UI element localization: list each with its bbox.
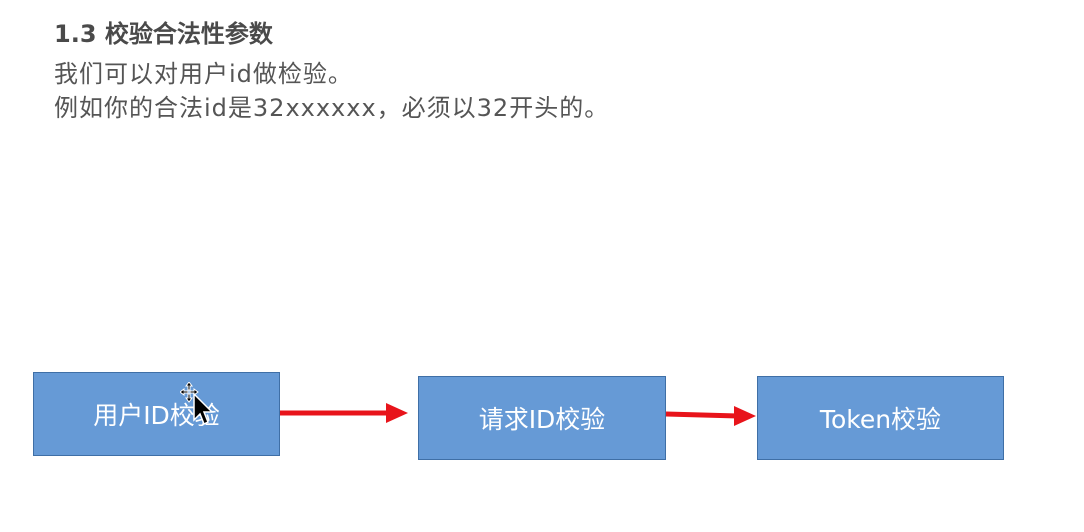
arrow-2	[665, 406, 756, 426]
section-title: 校验合法性参数	[104, 20, 273, 48]
node-label: Token校验	[819, 405, 942, 434]
body-line-2: 例如你的合法id是32xxxxxx，必须以32开头的。	[54, 94, 610, 122]
node-request-id-check: 请求ID校验	[418, 376, 666, 460]
arrow-1	[280, 403, 408, 423]
node-label: 请求ID校验	[478, 405, 606, 434]
section-number: 1.3	[54, 20, 97, 48]
node-token-check: Token校验	[757, 376, 1004, 460]
node-user-id-check: 用户ID校验	[33, 372, 280, 456]
move-arrow-cursor-icon	[180, 382, 214, 426]
section-heading: 1.3 校验合法性参数	[54, 14, 273, 49]
body-line-1: 我们可以对用户id做检验。	[54, 60, 353, 88]
